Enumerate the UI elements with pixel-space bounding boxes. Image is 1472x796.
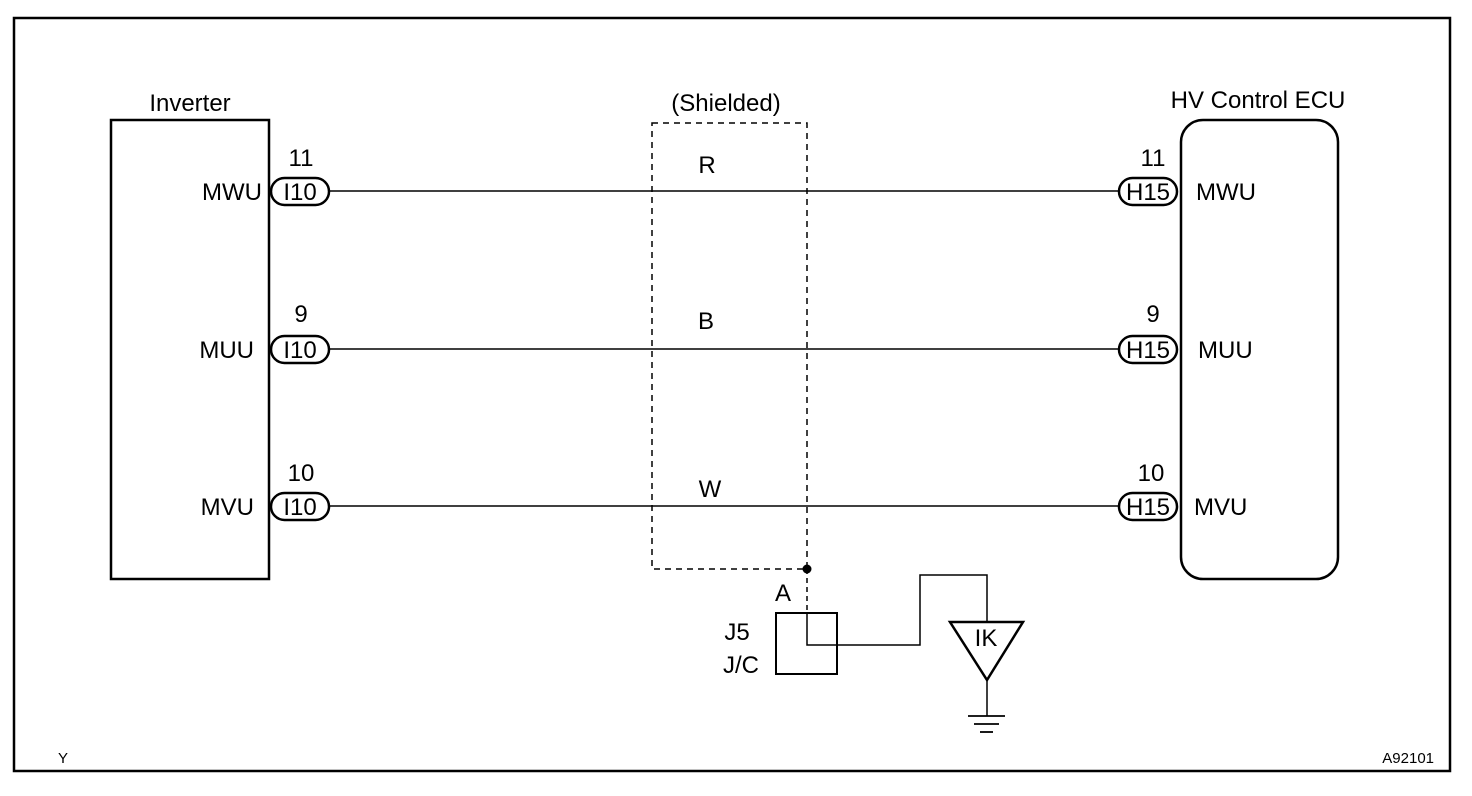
wire-color-b: B [698,308,714,335]
circuit-mvu: MVU 10 I10 W 10 H15 MVU [201,460,1247,522]
junction-type: J/C [723,652,759,679]
inverter-connector-label-mvu: I10 [283,494,316,521]
ecu-connector-mvu [1117,491,1179,522]
inverter-title: Inverter [149,90,230,117]
junction-internal-wire [806,574,988,646]
ecu-title: HV Control ECU [1171,87,1346,114]
ecu-pin-mwu: 11 [1141,145,1166,172]
corner-label-left: Y [58,750,68,767]
junction-point-label: A [775,580,791,607]
circuit-mwu: MWU 11 I10 R 11 H15 MWU [202,145,1256,207]
ecu-connector-muu [1117,334,1179,365]
ecu-pin-muu: 9 [1146,301,1159,328]
inverter-pin-mvu: 10 [288,460,315,487]
ecu-signal-mwu: MWU [1196,179,1256,206]
inverter-box [109,118,271,581]
inverter-connector-mvu [269,491,331,522]
inverter-pin-muu: 9 [294,301,307,328]
inverter-signal-muu: MUU [199,337,254,364]
ecu-connector-mwu [1117,176,1179,207]
wire-color-w: W [699,476,722,503]
shield-label: (Shielded) [671,90,780,117]
junction-name: J5 [724,619,749,646]
wire-color-r: R [698,152,715,179]
ecu-signal-mvu: MVU [1194,494,1247,521]
inverter-connector-mwu [269,176,331,207]
inverter-signal-mwu: MWU [202,179,262,206]
ground-icon [968,715,1005,733]
ecu-box [1179,118,1340,581]
inverter-connector-muu [269,334,331,365]
ecu-pin-mvu: 10 [1138,460,1165,487]
figure-id: A92101 [1382,750,1434,767]
ecu-connector-label-muu: H15 [1126,337,1170,364]
diagram-frame [12,16,1452,773]
ecu-connector-label-mwu: H15 [1126,179,1170,206]
ecu-connector-label-mvu: H15 [1126,494,1170,521]
inverter-connector-label-muu: I10 [283,337,316,364]
inverter-connector-label-mwu: I10 [283,179,316,206]
ecu-signal-muu: MUU [1198,337,1253,364]
ground-point-label: IK [975,625,998,652]
inverter-pin-mwu: 11 [289,145,314,172]
ground-triangle [947,620,1026,683]
shield-boundary [651,122,808,570]
circuit-muu: MUU 9 I10 B 9 H15 MUU [199,301,1253,365]
inverter-signal-mvu: MVU [201,494,254,521]
